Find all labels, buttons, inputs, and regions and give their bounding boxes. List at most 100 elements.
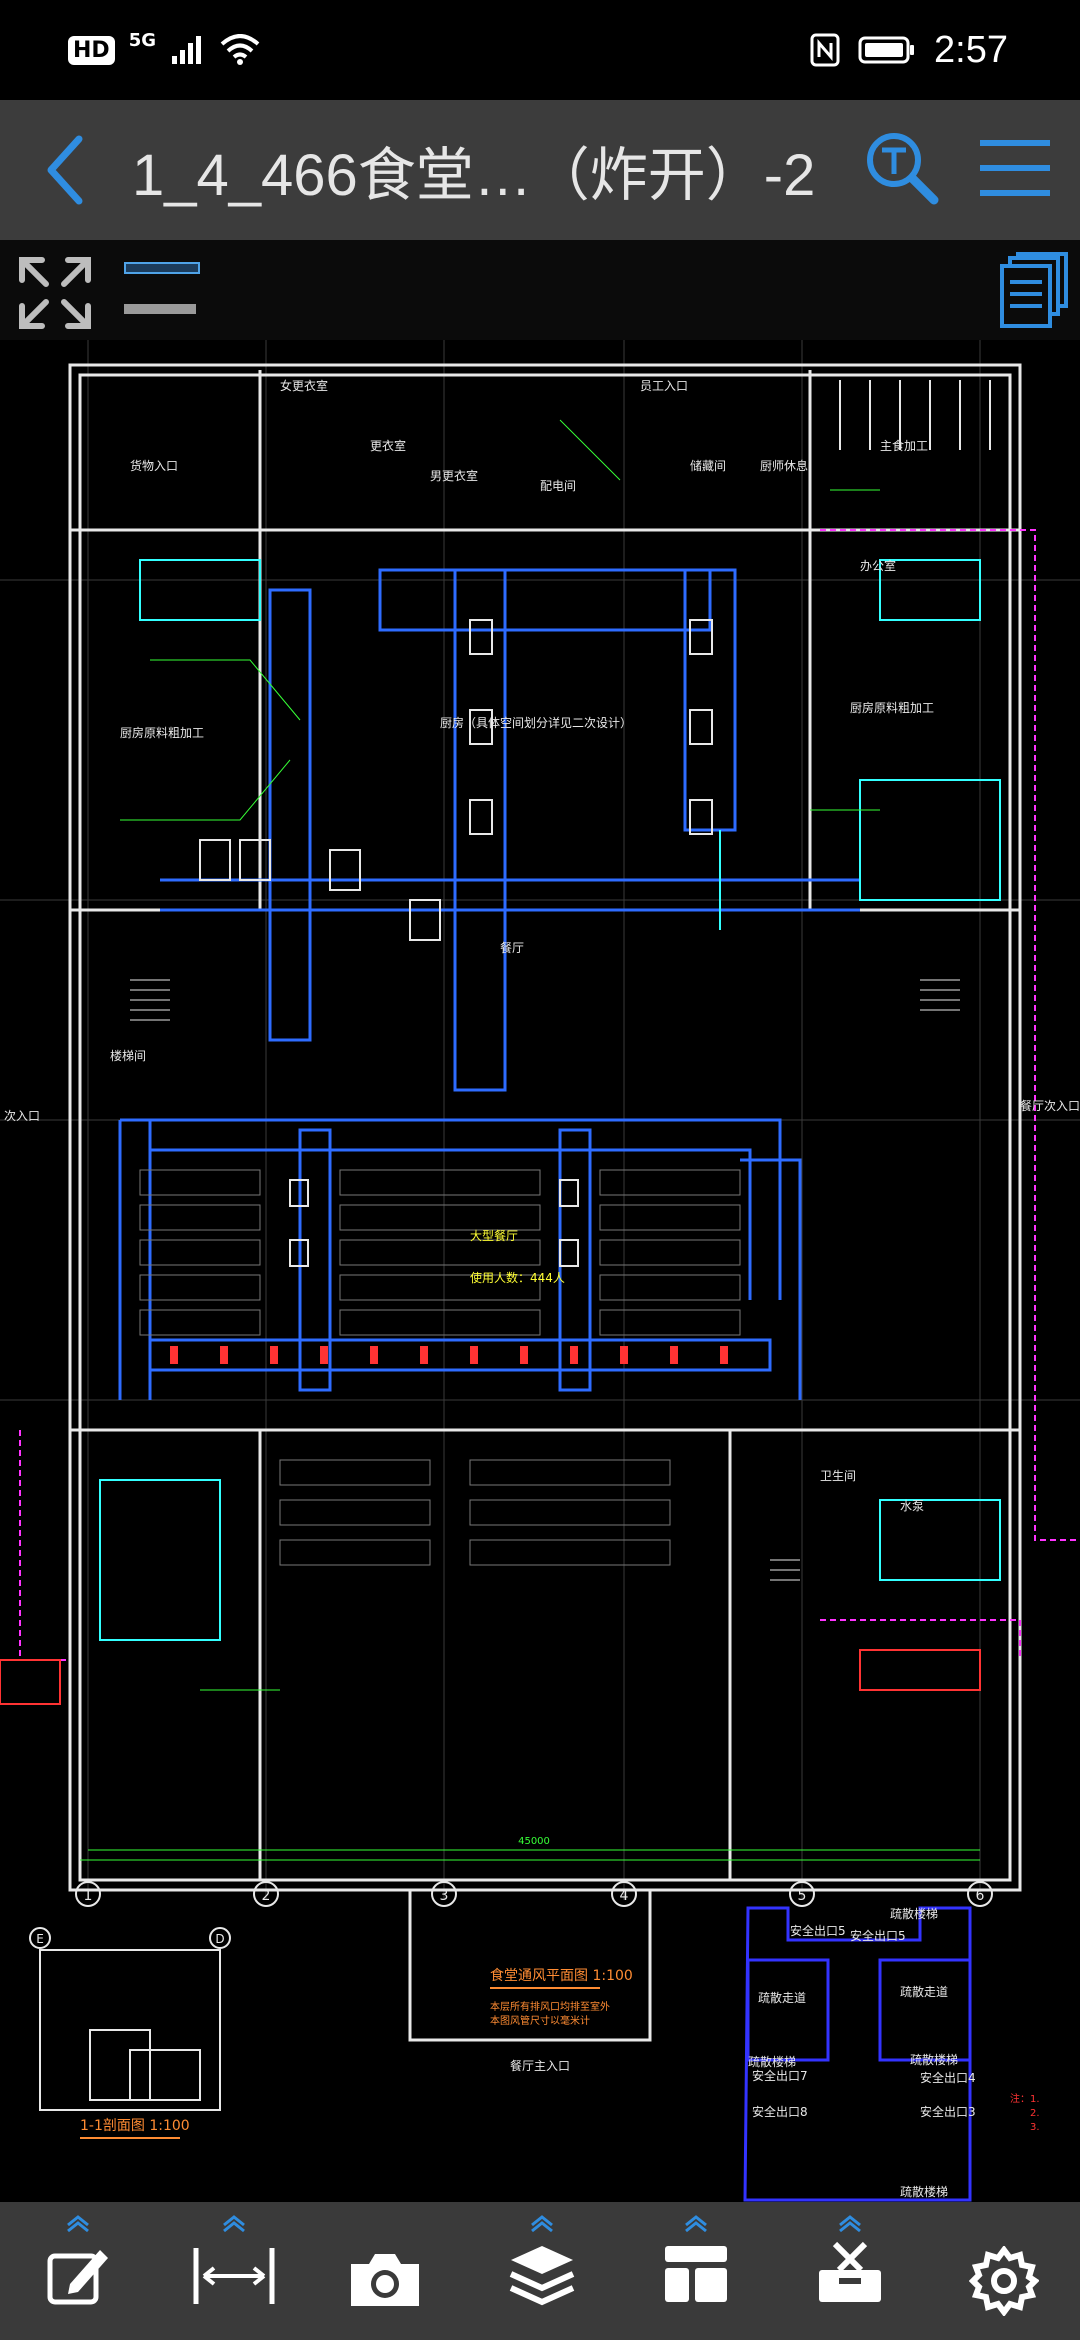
line-weight-button[interactable]	[124, 262, 200, 322]
axis-e: E	[36, 1932, 44, 1946]
bottom-toolbar	[0, 2202, 1080, 2340]
title-bar-actions	[864, 100, 1052, 240]
vent-grilles	[199, 619, 713, 1267]
room-labels: 厨房（具体空间划分详见二次设计） 厨房原料粗加工 厨房原料粗加工 餐厅 更衣室 …	[110, 378, 934, 1513]
axis-bubbles	[29, 1881, 993, 1949]
seat-note-1: 大型餐厅	[470, 1228, 518, 1243]
seat-note-2: 使用人数：444人	[470, 1270, 565, 1285]
axis-6: 6	[976, 1888, 985, 1904]
section-view	[39, 1949, 221, 2111]
line-weight-bar	[124, 304, 196, 314]
exit-6: 安全出口3	[920, 2104, 976, 2119]
room-prep-right: 厨房原料粗加工	[850, 700, 934, 715]
entry-main: 餐厅主入口	[510, 2058, 570, 2073]
panel-layout-icon	[665, 2246, 727, 2302]
outdoor-stripes	[839, 380, 991, 450]
dining-seats	[139, 1169, 741, 1566]
text-search-button[interactable]	[864, 130, 940, 210]
axis-5: 5	[798, 1888, 807, 1904]
axis-d: D	[215, 1932, 224, 1946]
room-prep-left: 厨房原料粗加工	[120, 725, 204, 740]
room-changing: 更衣室	[370, 438, 406, 453]
plan-note-2: 本图风管尺寸以毫米计	[490, 2014, 590, 2027]
back-button[interactable]	[20, 100, 110, 240]
room-office: 办公室	[860, 558, 896, 573]
toolbox-tool[interactable]	[790, 2202, 910, 2340]
exit-5: 安全出口4	[920, 2070, 976, 2085]
zone-4: 疏散楼梯	[748, 2054, 796, 2069]
camera-tool[interactable]	[325, 2202, 445, 2340]
edit-tool[interactable]	[18, 2202, 138, 2340]
signal-icon	[172, 36, 201, 64]
battery-icon	[858, 36, 915, 64]
settings-tool[interactable]	[944, 2202, 1064, 2340]
line-weight-icon	[124, 262, 200, 274]
status-left: HD 5G	[0, 30, 260, 66]
canvas-toolbar	[0, 240, 1080, 340]
zone-boundary	[19, 529, 1080, 1661]
room-power: 配电间	[540, 479, 576, 493]
entry-side: 餐厅次入口	[1020, 1098, 1080, 1113]
entry-side-left: 次入口	[4, 1109, 40, 1123]
toolbox-icon	[819, 2241, 881, 2302]
layout-tool[interactable]	[636, 2202, 756, 2340]
dimension-total: 45000	[518, 1836, 550, 1847]
section-title: 1-1剖面图 1:100	[80, 2118, 190, 2134]
entry-goods: 货物入口	[130, 458, 178, 473]
chevron-up-icon	[685, 2215, 707, 2233]
room-staple: 主食加工	[880, 438, 928, 453]
axis-1: 1	[84, 1888, 93, 1904]
axis-4: 4	[620, 1888, 629, 1904]
zone-6: 疏散楼梯	[900, 2184, 948, 2199]
camera-icon	[351, 2254, 419, 2306]
measure-icon	[193, 2248, 275, 2304]
measure-tool[interactable]	[174, 2202, 294, 2340]
layout-button[interactable]	[1000, 252, 1068, 332]
stairs	[130, 979, 960, 1581]
zone-5: 疏散楼梯	[910, 2052, 958, 2067]
layers-tool[interactable]	[482, 2202, 602, 2340]
layers-icon	[509, 2246, 575, 2306]
key-note-1: 注：1.	[1010, 2092, 1040, 2105]
text-search-icon	[867, 133, 939, 205]
room-dining: 餐厅	[500, 940, 524, 955]
plan-note-1: 本层所有排风口均排至室外	[490, 2000, 610, 2013]
room-kitchen: 厨房（具体空间划分详见二次设计）	[440, 715, 632, 730]
entry-labels: 员工入口 货物入口 餐厅主入口 餐厅次入口 次入口	[4, 379, 1080, 2073]
room-storage: 储藏间	[690, 458, 726, 473]
cad-drawing[interactable]: 1 2 3 4 5 6 E D 厨房（具体空间划分详见二次设计） 厨房原料粗加工…	[0, 240, 1080, 2202]
drawing-canvas[interactable]: 1 2 3 4 5 6 E D 厨房（具体空间划分详见二次设计） 厨房原料粗加工…	[0, 240, 1080, 2202]
chevron-up-icon	[839, 2215, 861, 2233]
exit-3: 安全出口7	[752, 2068, 808, 2083]
menu-icon	[980, 140, 1050, 196]
hd-badge: HD	[68, 35, 115, 65]
fullscreen-button[interactable]	[18, 256, 92, 334]
equipment	[99, 559, 1001, 1641]
chevron-up-icon	[67, 2215, 89, 2233]
zone-3: 疏散走道	[900, 1984, 948, 1999]
axis-3: 3	[440, 1888, 449, 1904]
axis-2: 2	[262, 1888, 271, 1904]
gear-icon	[969, 2246, 1039, 2316]
room-changing-f: 女更衣室	[280, 378, 328, 393]
air-diffusers	[170, 1346, 728, 1364]
chevron-up-icon	[223, 2215, 245, 2233]
menu-button[interactable]	[978, 136, 1052, 204]
zone-2: 疏散走道	[758, 1990, 806, 2005]
edit-icon	[47, 2250, 108, 2305]
document-title: 1_4_466食堂…（炸开）-2	[132, 143, 816, 208]
zone-1: 疏散楼梯	[890, 1906, 938, 1921]
room-chef: 厨师休息	[760, 458, 808, 473]
leader-lines	[80, 419, 980, 1861]
title-bar: 1_4_466食堂…（炸开）-2	[0, 100, 1080, 240]
evacuation-key-plan[interactable]	[743, 1906, 972, 2202]
layout-icon	[1000, 252, 1068, 328]
status-right: 2:57	[810, 29, 1080, 72]
room-pump: 水泵	[900, 1499, 924, 1513]
exit-4: 安全出口8	[752, 2104, 808, 2119]
status-bar: HD 5G 2:57	[0, 0, 1080, 100]
exit-1: 安全出口5	[790, 1923, 846, 1938]
exit-2: 安全出口5	[850, 1928, 906, 1943]
entry-staff: 员工入口	[640, 379, 688, 393]
red-note-boxes	[0, 1649, 981, 1705]
